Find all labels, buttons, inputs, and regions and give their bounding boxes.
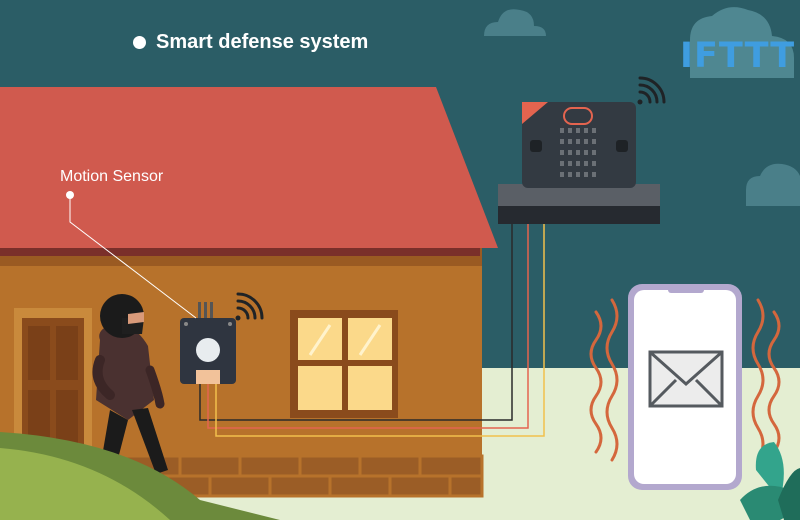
roof-edge — [0, 248, 480, 256]
page-title-text: Smart defense system — [156, 31, 369, 53]
sensor-callout — [66, 191, 197, 319]
cloud-icon — [484, 9, 546, 36]
wifi-icon — [235, 292, 264, 321]
mail-icon — [648, 350, 724, 408]
motion-sensor — [180, 302, 236, 384]
cloud-icon — [746, 163, 800, 206]
motion-sensor-label: Motion Sensor — [60, 168, 164, 185]
page-title: Smart defense system — [133, 31, 368, 54]
window — [290, 310, 398, 418]
plant — [740, 442, 800, 520]
roof — [0, 87, 498, 248]
ifttt-logo: IFTTT — [680, 36, 796, 76]
hill-highlight — [0, 448, 170, 520]
vibration-lines — [589, 298, 781, 462]
wires — [199, 224, 545, 437]
bullet-icon — [133, 36, 146, 49]
wifi-icon — [637, 76, 666, 105]
microbit-board — [498, 102, 660, 224]
cloud-icon — [690, 7, 794, 78]
